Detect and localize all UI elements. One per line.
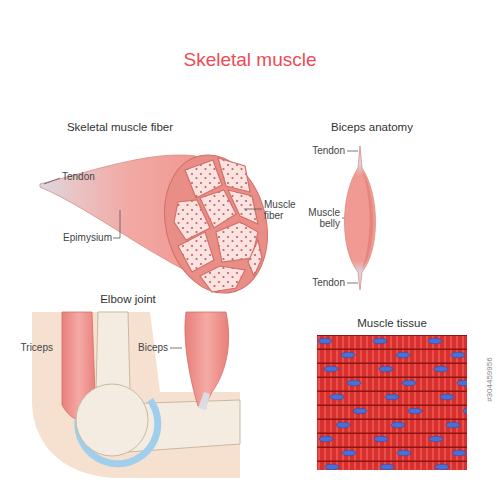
muscle-fiber-drawing <box>40 144 281 304</box>
part-label: Tendon <box>312 145 345 157</box>
nucleus <box>336 422 350 428</box>
nucleus <box>325 464 339 470</box>
nucleus <box>408 408 422 414</box>
watermark-number: #304459956 <box>484 358 493 403</box>
nucleus <box>434 366 448 372</box>
nucleus <box>402 380 416 386</box>
elbow-drawing <box>32 312 240 478</box>
part-label: Triceps <box>21 342 53 354</box>
nucleus <box>440 394 454 400</box>
nucleus <box>397 450 411 456</box>
nucleus <box>379 366 393 372</box>
part-label: Biceps <box>138 342 168 354</box>
nucleus <box>446 422 460 428</box>
part-label: Muscle belly <box>300 207 340 230</box>
nucleus <box>452 450 466 456</box>
nucleus <box>451 352 465 358</box>
nucleus <box>435 464 449 470</box>
nucleus <box>428 338 442 344</box>
panel-heading: Biceps anatomy <box>331 121 413 134</box>
biceps-drawing <box>345 146 376 290</box>
part-label: Tendon <box>312 277 345 289</box>
nucleus <box>380 464 394 470</box>
part-label: Muscle fiber <box>264 199 304 222</box>
humerus <box>96 312 130 392</box>
nucleus <box>385 394 399 400</box>
part-label: Tendon <box>62 171 95 183</box>
nucleus <box>429 436 443 442</box>
part-label: Epimysium <box>63 232 112 244</box>
nucleus <box>463 408 467 414</box>
tissue-drawing <box>317 335 467 470</box>
nucleus <box>391 422 405 428</box>
nucleus <box>341 352 355 358</box>
nucleus <box>373 338 387 344</box>
nucleus <box>324 366 338 372</box>
panel-heading: Elbow joint <box>100 293 156 306</box>
nucleus <box>374 436 388 442</box>
nucleus <box>457 380 467 386</box>
nucleus <box>342 450 356 456</box>
nucleus <box>330 394 344 400</box>
title: Skeletal muscle <box>183 49 316 71</box>
nucleus <box>347 380 361 386</box>
nucleus <box>319 436 333 442</box>
nucleus <box>318 338 332 344</box>
nucleus <box>353 408 367 414</box>
panel-heading: Muscle tissue <box>357 317 427 330</box>
nucleus <box>396 352 410 358</box>
panel-heading: Skeletal muscle fiber <box>67 121 173 134</box>
